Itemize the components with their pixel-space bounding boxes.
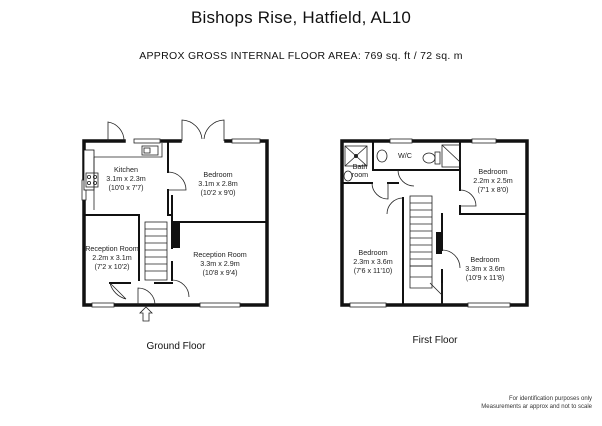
bathroom-door [371, 182, 389, 200]
kitchen-counter [94, 143, 163, 158]
airing-cupboard [441, 144, 461, 168]
hob-ring [93, 174, 98, 179]
bedroom-reception-wall [171, 195, 268, 223]
ff-cupboard-block [436, 232, 442, 254]
first-floor-label: First Floor [413, 335, 459, 346]
entrance-arrow-icon [139, 306, 153, 322]
hob-ring [87, 174, 92, 179]
hall-wall [109, 214, 173, 284]
reception-right-door [171, 279, 190, 298]
ff-bedroom-right-metric: 3.3m x 3.6m [465, 264, 505, 273]
wc-basin [376, 149, 388, 163]
ground-floor-plan: Kitchen 3.1m x 2.3m (10'0 x 7'7) Bedroom… [81, 119, 269, 352]
bedroom-left-door [386, 197, 404, 215]
bathroom-label-line2: room [352, 170, 368, 179]
kitchen-metric: 3.1m x 2.3m [106, 174, 146, 183]
reception-right-metric: 3.3m x 2.9m [200, 259, 240, 268]
reception-right-imperial: (10'8 x 9'4) [202, 268, 237, 277]
ff-bedroom-right-imperial: (10'9 x 11'8) [466, 273, 505, 282]
ff-bedroom-right-name: Bedroom [470, 255, 499, 264]
kitchen-sink [141, 145, 159, 156]
toilet-bowl [422, 152, 436, 164]
reception-left-name: Reception Room [85, 244, 139, 253]
bedroom-tr-door [459, 189, 477, 207]
hob-ring [93, 180, 98, 185]
bathroom-window [389, 138, 413, 144]
ff-bedroom-left-name: Bedroom [358, 248, 387, 257]
property-title: Bishops Rise, Hatfield, AL10 [190, 8, 412, 27]
first-floor-stairs [409, 195, 433, 289]
reception-left-imperial: (7'2 x 10'2) [94, 262, 129, 271]
gf-bedroom-name: Bedroom [203, 170, 232, 179]
front-door [137, 287, 156, 306]
bedroom-french-doors [181, 119, 225, 141]
first-floor-outer-wall [340, 139, 529, 307]
kitchen-bedroom-wall [167, 140, 173, 216]
kitchen-back-door [107, 121, 125, 142]
ff-bedroom-tr-name: Bedroom [478, 167, 507, 176]
wc-door [397, 169, 415, 187]
toilet-cistern [434, 151, 441, 165]
reception-left-door [109, 282, 127, 300]
kitchen-name: Kitchen [114, 165, 138, 174]
kitchen-imperial: (10'0 x 7'7) [108, 183, 143, 192]
kitchen-worktop [83, 149, 95, 191]
kitchen-window [133, 138, 161, 144]
airing-cupboard-door [441, 144, 461, 163]
gf-bedroom-imperial: (10'2 x 9'0) [200, 188, 235, 197]
ff-bedroom-tr-imperial: (7'1 x 8'0) [477, 185, 508, 194]
basin [343, 170, 353, 182]
disclaimer: For identification purposes only Measure… [481, 396, 592, 411]
bedroom-left-window [349, 302, 387, 308]
bedroom-door [167, 171, 187, 191]
kitchen-sink-bowl [143, 147, 151, 154]
bedroom-top-right-window [471, 138, 497, 144]
bathroom-label-line1: Bath [353, 162, 368, 171]
reception-left-window [91, 302, 115, 308]
ground-floor-label: Ground Floor [147, 341, 207, 352]
ground-floor-stairs [144, 221, 168, 281]
bedroom-window [231, 138, 261, 144]
ff-bedroom-left-imperial: (7'6 x 11'10) [354, 266, 393, 275]
floor-area-subtitle: APPROX GROSS INTERNAL FLOOR AREA: 769 sq… [139, 50, 463, 62]
hob [85, 172, 99, 188]
shower-drain [354, 154, 358, 158]
reception-right-name: Reception Room [193, 250, 247, 259]
first-floor-plan: Bath room W/C Bedroom 2.2m x 2.5m (7'1 x… [340, 138, 529, 346]
cupboard-block [172, 222, 180, 248]
bedroom-right-door [441, 249, 461, 269]
disclaimer-line2: Measurements ar approx and not to scale [481, 403, 592, 410]
reception-left-metric: 2.2m x 3.1m [92, 253, 132, 262]
disclaimer-line1: For identification purposes only [508, 396, 592, 402]
shower-tray [344, 145, 368, 167]
gf-bedroom-metric: 3.1m x 2.8m [198, 179, 238, 188]
ff-bedroom-tr-metric: 2.2m x 2.5m [473, 176, 513, 185]
hob-ring [87, 180, 92, 185]
bedroom-right-window [467, 302, 511, 308]
ff-bedroom-left-metric: 2.3m x 3.6m [353, 257, 393, 266]
reception-right-window [199, 302, 241, 308]
wc-label: W/C [398, 151, 412, 160]
